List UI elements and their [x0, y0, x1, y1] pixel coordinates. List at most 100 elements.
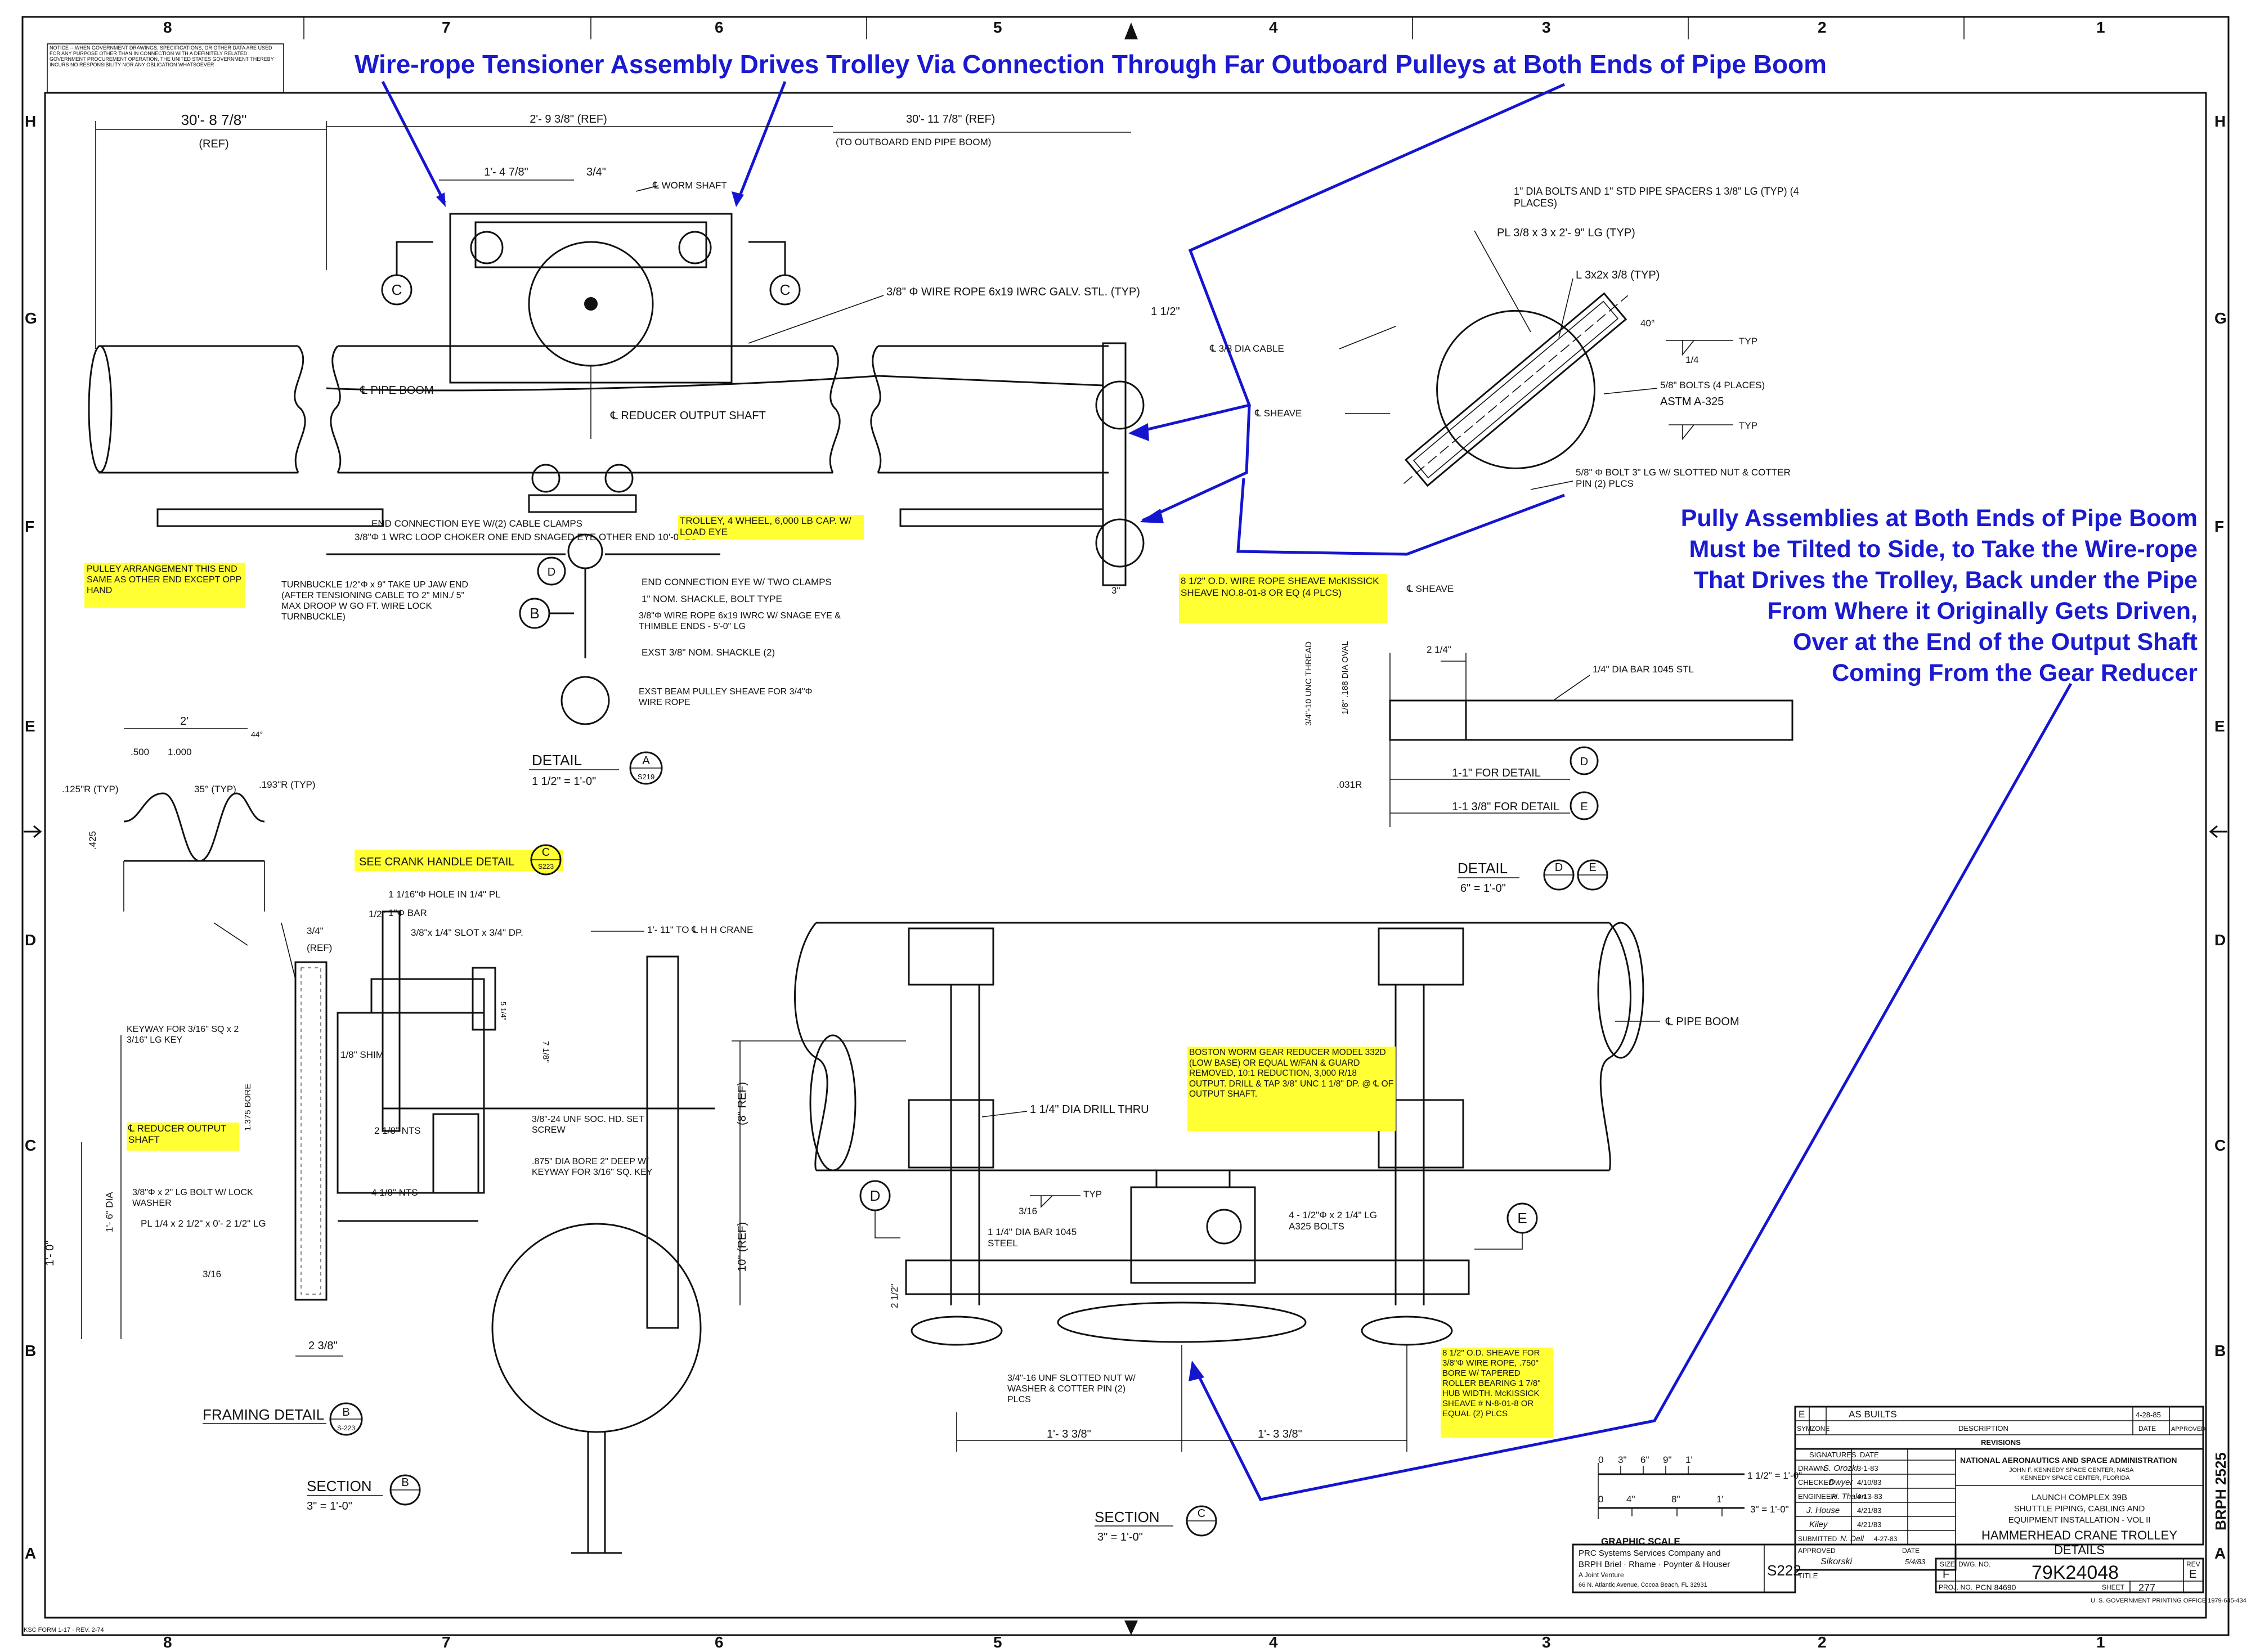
dim-left: 30'- 8 7/8": [181, 111, 247, 128]
section-mark-text: E: [1517, 1210, 1527, 1227]
grid-col-3-bottom: 3: [1542, 1633, 1551, 1651]
center-arrow-bottom-icon: [1124, 1620, 1138, 1635]
grid-row-b: B: [25, 1342, 36, 1359]
section-c: ℄ PIPE BOOM BOSTON WORM GEAR REDUCER MOD…: [732, 922, 1739, 1543]
exst-beam-label: EXST BEAM PULLEY SHEAVE FOR 3/4"Φ WIRE R…: [639, 687, 813, 707]
arrowhead-icon: [1189, 1361, 1204, 1381]
scale-tick: 1': [1716, 1494, 1724, 1505]
shim-label: 1/8" SHIM: [340, 1049, 384, 1060]
grid-col-5: 5: [993, 19, 1002, 36]
trolley-label: TROLLEY, 4 WHEEL, 6,000 LB CAP. W/ LOAD …: [680, 515, 851, 537]
drawing-title-2: DETAILS: [2054, 1543, 2105, 1557]
sheave-note: 8 1/2" O.D. SHEAVE FOR 3/8"Φ WIRE ROPE, …: [1442, 1348, 1541, 1418]
unf-label: 3/8"-24 UNF SOC. HD. SET SCREW: [532, 1115, 644, 1135]
dim-316: 3/16: [203, 1269, 221, 1280]
section-c-title: SECTION: [1095, 1509, 1160, 1525]
exst-shackle-label: EXST 3/8" NOM. SHACKLE (2): [642, 647, 775, 658]
right-annotation-line: Coming From the Gear Reducer: [1832, 659, 2198, 686]
sheave-label: 8 1/2" O.D. WIRE ROPE SHEAVE McKISSICK S…: [1181, 576, 1379, 598]
grid-row-e: E: [25, 717, 35, 735]
dim-left-ref: (REF): [199, 138, 228, 150]
section-marker-text: C: [392, 281, 402, 298]
sheet-border: [21, 16, 2230, 1636]
grid-row-d-right: D: [2214, 931, 2226, 949]
scale-tick: 0: [1598, 1494, 1603, 1505]
scale-tick: 3": [1618, 1455, 1627, 1465]
detail-mark-text: B: [342, 1406, 349, 1418]
center-arrow-top-icon: [1124, 23, 1138, 39]
framing-title: FRAMING DETAIL: [203, 1406, 324, 1423]
reducer-note: BOSTON WORM GEAR REDUCER MODEL 332D (LOW…: [1189, 1048, 1394, 1099]
signature-4: J. House: [1806, 1506, 1840, 1515]
detail-mark-text: E: [1580, 801, 1588, 813]
annotation-arrow: [736, 81, 787, 203]
right-annotation-line: Must be Tilted to Side, to Take the Wire…: [1689, 536, 2198, 563]
arrowhead-icon: [1128, 423, 1149, 441]
detail-mark-e: [1570, 791, 1599, 820]
sheet-label: SHEET: [2102, 1583, 2125, 1591]
grid-col-6-bottom: 6: [715, 1633, 724, 1651]
grid-col-8-bottom: 8: [163, 1633, 172, 1651]
dim-8ref: (8" REF): [736, 1082, 748, 1125]
nts2-label: 4 1/8" NTS: [371, 1187, 418, 1198]
detail-mark-text: A: [642, 755, 650, 767]
dim-12: 1/2": [369, 909, 385, 919]
drawn-date: 3-1-83: [1857, 1464, 1878, 1473]
outboard-sheave: [1095, 518, 1145, 568]
nasa-label: NATIONAL AERONAUTICS AND SPACE ADMINISTR…: [1960, 1456, 2177, 1465]
detail-mark-text: C: [542, 846, 550, 859]
slot-label: 3/8"x 1/4" SLOT x 3/4" DP.: [411, 927, 523, 938]
oval-label: 1/8" .188 DIA OVAL: [1340, 641, 1350, 715]
section-marker-text: C: [780, 281, 791, 298]
dim-7: 7 1/8": [541, 1041, 550, 1063]
drawing-number: 79K24048: [2032, 1562, 2119, 1583]
for-detail-e: 1-1 3/8" FOR DETAIL: [1452, 801, 1559, 813]
signatures-header: SIGNATURES: [1809, 1451, 1857, 1459]
grid-col-5-bottom: 5: [993, 1633, 1002, 1651]
pulley-arrangement-label: PULLEY ARRANGEMENT THIS END SAME AS OTHE…: [87, 564, 242, 595]
prc-line-1: PRC Systems Services Company and: [1579, 1548, 1721, 1558]
right-annotation-line: Pully Assemblies at Both Ends of Pipe Bo…: [1681, 505, 2198, 532]
dim-2-12: 2 1/2": [889, 1283, 900, 1308]
prc-line-4: 66 N. Atlantic Avenue, Cocoa Beach, FL 3…: [1579, 1582, 1707, 1588]
scale-tick: 0: [1598, 1455, 1603, 1465]
section-b-scale: 3" = 1'-0": [307, 1500, 352, 1512]
grid-col-2: 2: [1818, 19, 1827, 36]
scale-tick: 4": [1626, 1494, 1635, 1505]
submitted-label: SUBMITTED: [1798, 1535, 1837, 1543]
desc-header: DESCRIPTION: [1958, 1424, 2008, 1433]
grid-row-c: C: [25, 1137, 36, 1154]
beam-pulley-sheave: [560, 676, 610, 725]
scale-note-top: 1 1/2" = 1'-0": [1747, 1470, 1802, 1481]
detail-mark-d: [1570, 746, 1599, 775]
sheet-ref: S222: [1767, 1562, 1801, 1579]
grid-col-4-bottom: 4: [1269, 1633, 1278, 1651]
prc-line-2: BRPH Briel · Rhame · Poynter & Houser: [1579, 1560, 1730, 1569]
dim-right: 1'- 3 3/8": [1258, 1428, 1302, 1440]
reducer-body: [337, 1012, 485, 1194]
thread-end: [1389, 699, 1467, 741]
sheave: [1361, 1316, 1453, 1346]
dia-bar: [1465, 699, 1793, 741]
drawn-label: DRAWN: [1798, 1464, 1826, 1473]
weld-frac: 3/16: [1019, 1206, 1037, 1216]
annotation-arrow: [1191, 683, 2073, 1501]
detail-mark-ref: S219: [638, 773, 654, 781]
drill-label: 1 1/4" DIA DRILL THRU: [1030, 1103, 1149, 1116]
pipe-boom-label: ℄ PIPE BOOM: [1665, 1016, 1739, 1028]
grid-row-a: A: [25, 1545, 36, 1562]
approved-label: APPROVED: [1798, 1547, 1836, 1555]
ref-label: (REF): [307, 942, 332, 953]
crane-label: 1'- 11" TO ℄ H H CRANE: [647, 924, 753, 935]
grid-columns-top: 8 7 6 5 4 3 2 1: [163, 17, 2105, 39]
dim-34: 3/4": [307, 926, 324, 936]
angle-label: L 3x2x 3/8 (TYP): [1576, 269, 1660, 281]
rev-desc: AS BUILTS: [1849, 1409, 1897, 1420]
dim-5: 5 1/4": [499, 1002, 508, 1021]
bolts2-label: 5/8" BOLTS (4 PLACES): [1660, 380, 1765, 390]
section-marker-text: D: [548, 566, 555, 578]
rev-date: 4-28-85: [2136, 1411, 2161, 1419]
drawing-title-1: HAMMERHEAD CRANE TROLLEY: [1981, 1528, 2177, 1542]
center-arrow-right-icon: [2209, 825, 2227, 838]
groove-35: 35° (TYP): [194, 784, 236, 794]
